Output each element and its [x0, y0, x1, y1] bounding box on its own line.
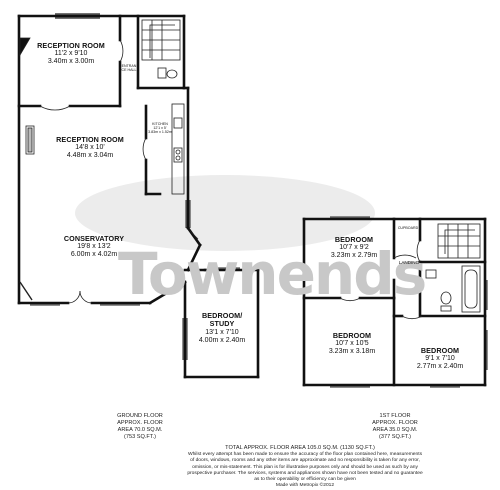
- kitchen-metric: 3.83m x 1.52m: [148, 130, 172, 135]
- disclaimer-line: prospective purchaser. The services, sys…: [187, 470, 423, 476]
- first-floor-info: 1ST FLOOR APPROX. FLOOR AREA 35.0 SQ.M. …: [355, 413, 435, 442]
- info-line: APPROX. FLOOR: [117, 420, 163, 427]
- first-floor-walls: [302, 217, 487, 387]
- kitchen-name: KITCHEN: [152, 122, 168, 126]
- room-name: BEDROOM/ STUDY: [202, 311, 243, 329]
- ground-floor-info: GROUND FLOOR APPROX. FLOOR AREA 70.0 SQ.…: [100, 413, 180, 442]
- room-imperial: 10'7 x 10'5: [335, 340, 369, 348]
- kitchen-imperial: 12'1 x 5': [153, 126, 167, 131]
- label-landing: LANDING: [398, 260, 420, 265]
- room-imperial: 13'1 x 7'10: [205, 328, 239, 336]
- disclaimer-line: as to their operability or efficiency ca…: [254, 477, 356, 483]
- watermark-brand: Townends: [118, 240, 427, 308]
- disclaimer-line: Whilst every attempt has been made to en…: [187, 452, 423, 457]
- room-metric: 4.00m x 2.40m: [198, 336, 246, 344]
- room-kitchen: KITCHEN 12'1 x 5' 3.83m x 1.52m: [148, 122, 172, 134]
- room-name: BEDROOM: [420, 346, 460, 355]
- room-imperial: 11'2 x 9'10: [54, 50, 88, 58]
- room-name: RECEPTION ROOM: [56, 135, 124, 144]
- label-entrance-hall: ENTRANCE HALL: [121, 64, 137, 72]
- info-line: 1ST FLOOR: [379, 413, 411, 419]
- ground-floor-walls: [17, 14, 260, 379]
- room-metric: 3.23m x 2.79m: [330, 252, 378, 260]
- room-reception-1: RECEPTION ROOM 11'2 x 9'10 3.40m x 3.00m: [24, 41, 118, 66]
- disclaimer: Whilst every attempt has been made to en…: [170, 452, 440, 490]
- info-line: GROUND FLOOR: [117, 413, 163, 419]
- room-name: BEDROOM: [332, 331, 372, 340]
- info-line: AREA 35.0 SQ.M.: [372, 427, 418, 434]
- credit-line: Made with Metropix ©2012: [275, 483, 335, 489]
- room-bedroom-1: BEDROOM 10'7 x 9'2 3.23m x 2.79m: [314, 235, 394, 260]
- room-metric: 3.23m x 3.18m: [328, 348, 376, 356]
- total-floor-area: TOTAL APPROX. FLOOR AREA 105.0 SQ.M. (11…: [225, 445, 375, 451]
- room-bedroom-3: BEDROOM 9'1 x 7'10 2.77m x 2.40m: [398, 346, 482, 371]
- entrance-hall-text: ENTRANCE HALL: [121, 64, 137, 73]
- info-line: (377 SQ.FT.): [378, 434, 412, 441]
- room-name: RECEPTION ROOM: [37, 41, 105, 50]
- room-name: BEDROOM: [334, 235, 374, 244]
- room-imperial: 14'8 x 10': [75, 144, 105, 152]
- room-conservatory: CONSERVATORY 19'8 x 13'2 6.00m x 4.02m: [44, 234, 144, 259]
- label-cupboard: CUPBOARD: [397, 226, 419, 230]
- room-metric: 2.77m x 2.40m: [416, 363, 464, 371]
- room-imperial: 9'1 x 7'10: [425, 355, 455, 363]
- room-metric: 6.00m x 4.02m: [70, 251, 118, 259]
- info-line: AREA 70.0 SQ.M.: [117, 427, 163, 434]
- disclaimer-line: of doors, windows, rooms and any other i…: [190, 458, 420, 464]
- info-line: (753 SQ.FT.): [123, 434, 157, 441]
- room-imperial: 19'8 x 13'2: [77, 243, 111, 251]
- ground-floor-details: [19, 13, 240, 360]
- first-floor-details: [330, 216, 488, 388]
- room-name: CONSERVATORY: [63, 234, 125, 243]
- room-imperial: 10'7 x 9'2: [339, 244, 369, 252]
- room-metric: 3.40m x 3.00m: [47, 58, 95, 66]
- room-metric: 4.48m x 3.04m: [66, 152, 114, 160]
- room-bedroom-study: BEDROOM/ STUDY 13'1 x 7'10 4.00m x 2.40m: [190, 311, 254, 345]
- info-line: APPROX. FLOOR: [372, 420, 418, 427]
- room-bedroom-2: BEDROOM 10'7 x 10'5 3.23m x 3.18m: [312, 331, 392, 356]
- room-reception-2: RECEPTION ROOM 14'8 x 10' 4.48m x 3.04m: [40, 135, 140, 160]
- disclaimer-line: omission, or mis-statement. This plan is…: [192, 464, 418, 470]
